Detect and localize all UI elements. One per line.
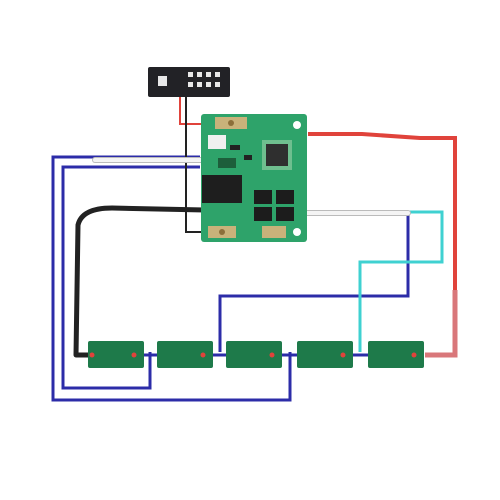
indicator-board	[148, 67, 230, 97]
balance-wire-cyan	[358, 210, 444, 352]
balance-wire-right	[218, 213, 410, 352]
battery-cell-1	[88, 341, 144, 368]
main-positive-wire-red	[308, 132, 457, 290]
indicator-wire-black	[185, 96, 205, 233]
main-positive-wire-pink	[425, 290, 458, 358]
battery-cell-2	[157, 341, 213, 368]
bms-board	[201, 114, 307, 242]
mosfet-array	[254, 190, 294, 221]
push-button-icon	[158, 76, 167, 86]
balance-wire-second	[61, 165, 200, 390]
led-indicator-icons	[188, 72, 220, 87]
battery-cell-3	[226, 341, 282, 368]
indicator-wire-red	[179, 96, 205, 125]
battery-cell-5	[368, 341, 424, 368]
white-component	[208, 135, 226, 149]
fuse-block	[202, 175, 242, 203]
main-negative-wire-black	[73, 205, 206, 358]
cell-row	[88, 341, 424, 368]
battery-cell-4	[297, 341, 353, 368]
mount-hole	[293, 121, 301, 129]
